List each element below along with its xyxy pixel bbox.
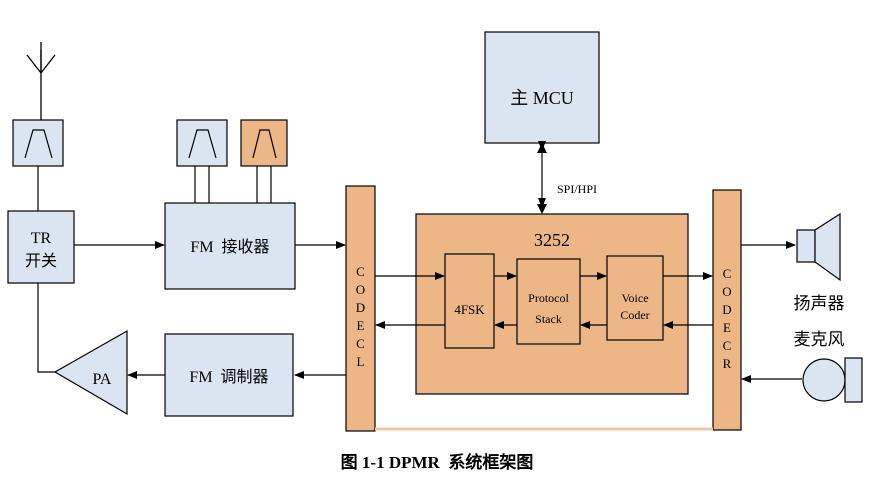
chip-3252-label: 3252 xyxy=(534,230,570,250)
voice-coder-label-2: Coder xyxy=(620,308,649,322)
codec-left-char: C xyxy=(356,264,365,279)
protocol-stack-block xyxy=(516,258,581,345)
receiver-filter-box-1 xyxy=(176,119,228,167)
codec-left-char: E xyxy=(357,318,365,333)
codec-left-char: O xyxy=(356,282,365,297)
protocol-label-2: Stack xyxy=(535,312,562,326)
main-mcu-block xyxy=(484,31,600,144)
microphone-label: 麦克风 xyxy=(794,330,845,349)
protocol-label-1: Protocol xyxy=(528,291,569,305)
pa-amplifier-block xyxy=(53,329,128,416)
codec-right-char: C xyxy=(723,266,732,281)
voice-coder-block xyxy=(606,255,664,341)
pa-label: PA xyxy=(93,371,112,388)
codec-right-char: D xyxy=(722,302,731,317)
microphone-icon xyxy=(802,357,863,403)
codec-right-char: O xyxy=(722,284,731,299)
fm-modulator-label: FM 调制器 xyxy=(189,368,268,386)
figure-caption: 图 1-1 DPMR 系统框架图 xyxy=(341,452,534,472)
spi-hpi-label: SPI/HPI xyxy=(557,182,597,196)
fm-modulator-block xyxy=(164,333,294,417)
receiver-filter-box-2 xyxy=(240,119,288,167)
codec-right-char: C xyxy=(723,338,732,353)
antenna-filter-box xyxy=(12,119,64,167)
codec-left-char: D xyxy=(356,300,365,315)
bandpass-filter-icon xyxy=(24,129,53,159)
fm-receiver-block xyxy=(164,202,296,290)
bandpass-filter-icon xyxy=(252,129,277,159)
tr-switch-label-1: TR xyxy=(31,230,52,247)
fsk-label: 4FSK xyxy=(454,302,485,317)
speaker-label: 扬声器 xyxy=(794,294,845,313)
codec-right-char: R xyxy=(723,356,732,371)
codec-left-char: C xyxy=(356,336,365,351)
codec-left-char: L xyxy=(357,354,365,369)
speaker-icon xyxy=(796,212,841,282)
main-mcu-label: 主 MCU xyxy=(510,88,574,108)
codec-right-block xyxy=(712,189,742,431)
tr-switch-block xyxy=(7,210,75,284)
fsk-block xyxy=(444,253,495,349)
bandpass-filter-icon xyxy=(188,129,217,159)
codec-right-label: C O D E C R xyxy=(722,266,731,371)
voice-coder-label-1: Voice xyxy=(621,291,648,305)
antenna-icon xyxy=(26,42,56,120)
codec-right-char: E xyxy=(723,320,731,335)
tr-switch-label-2: 开关 xyxy=(25,252,57,270)
codec-left-label: C O D E C L xyxy=(356,264,365,369)
fm-receiver-label: FM 接收器 xyxy=(190,238,269,256)
codec-left-block xyxy=(345,185,376,432)
